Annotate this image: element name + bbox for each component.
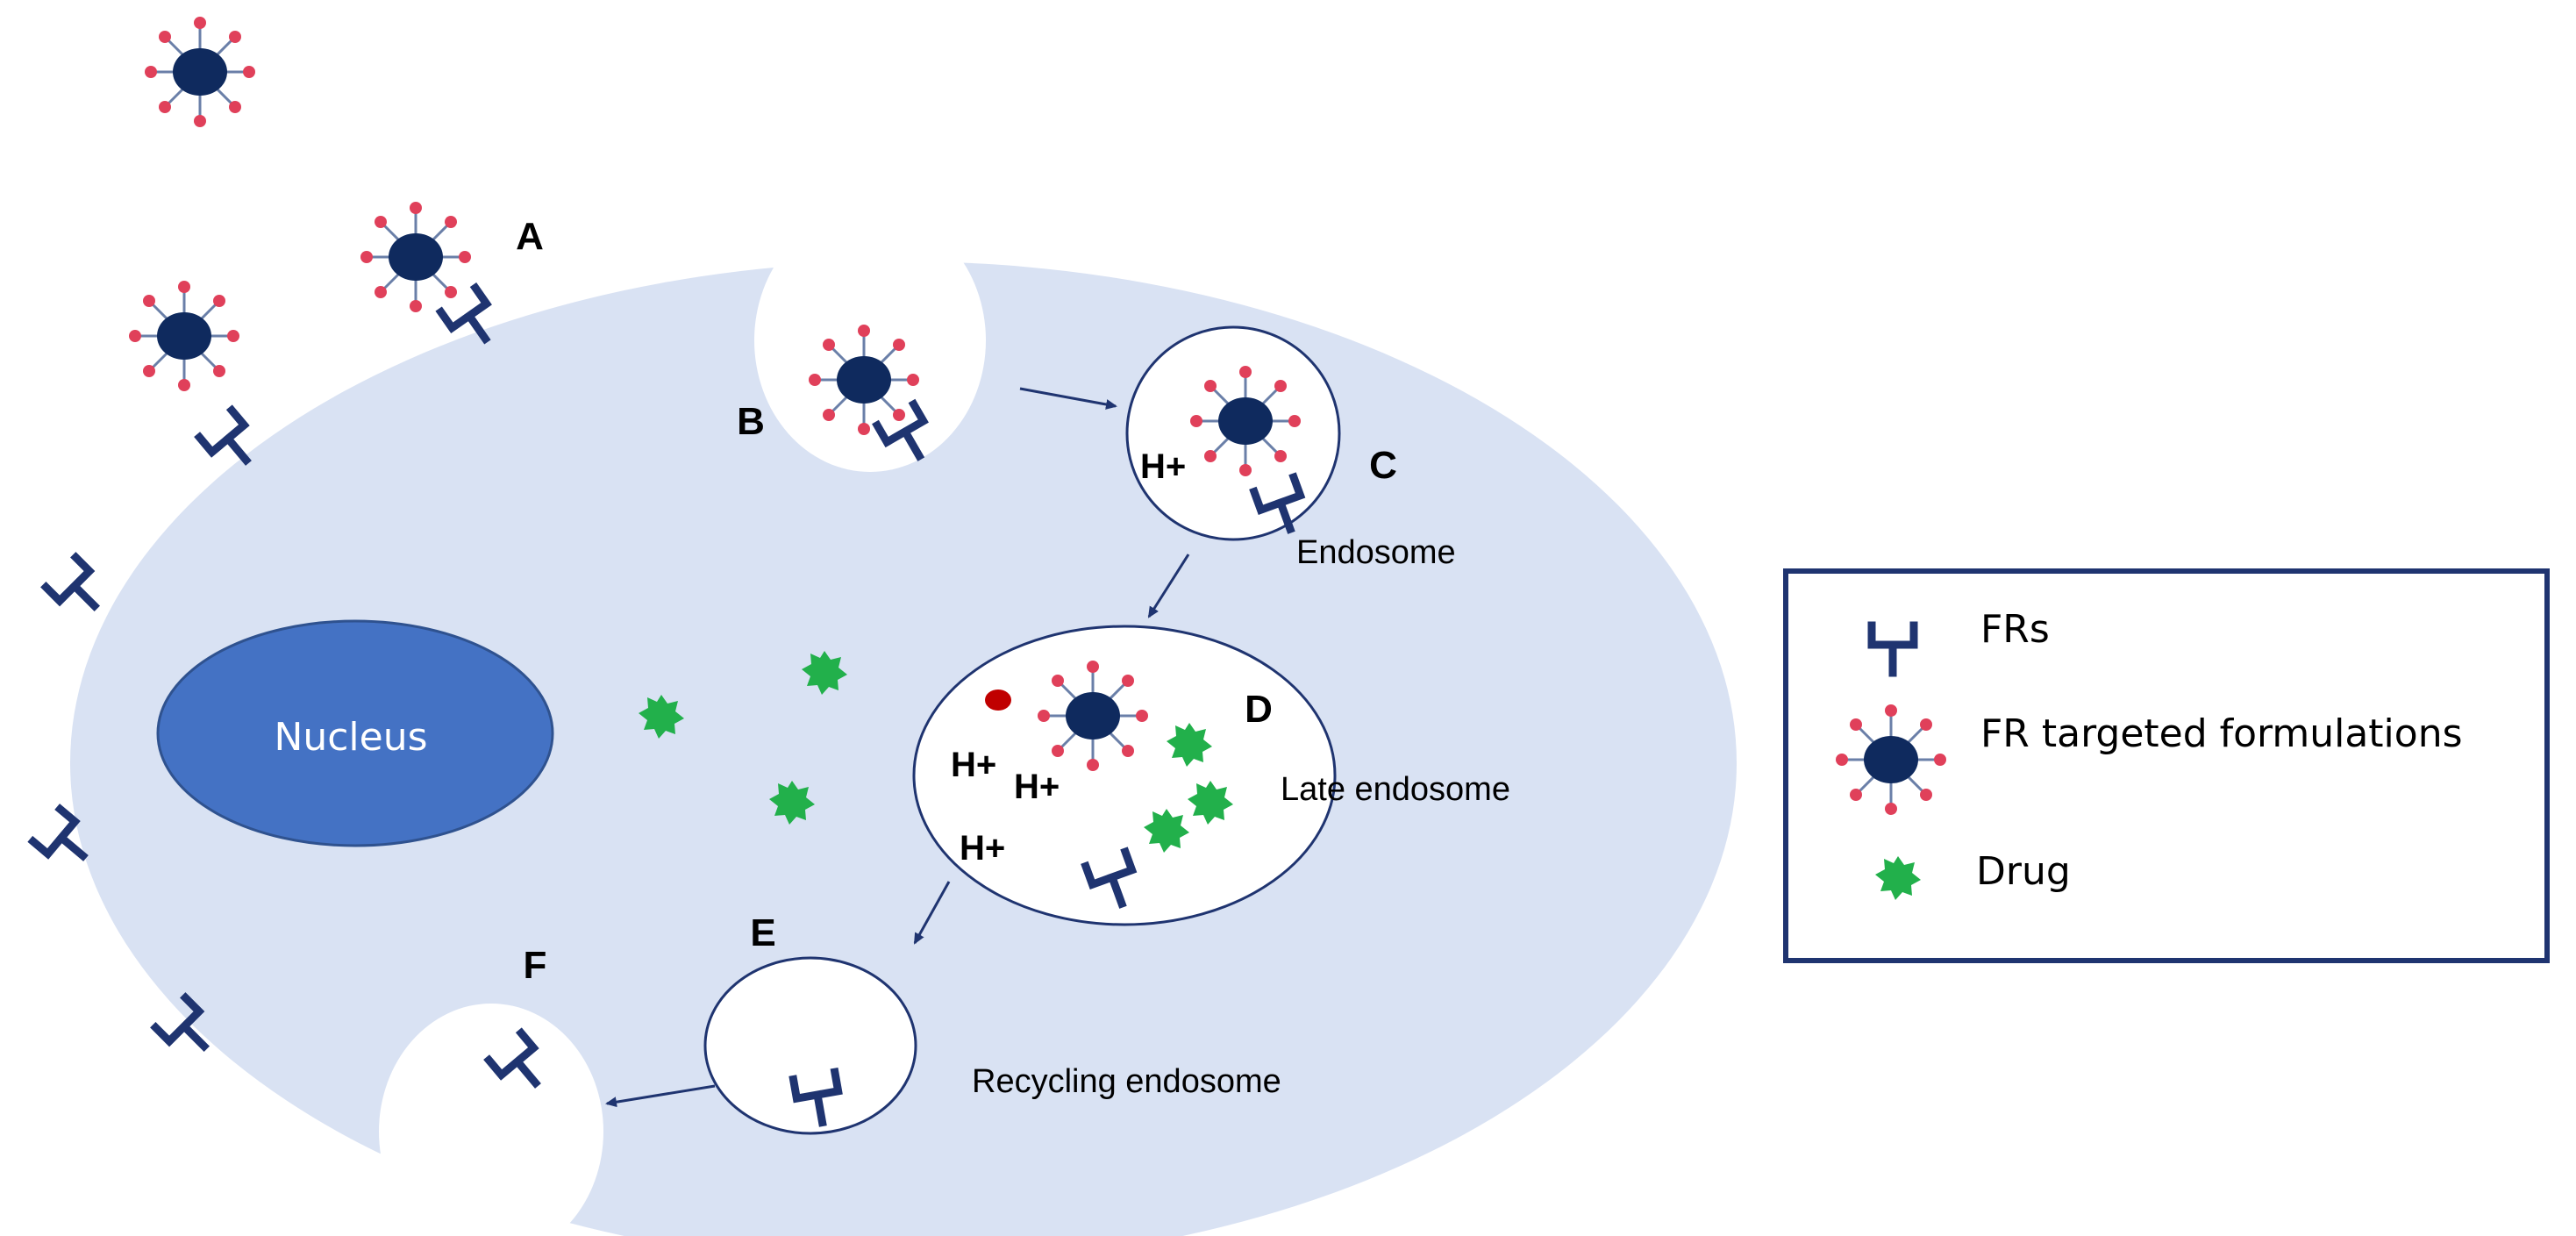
receptor-membrane-2	[46, 557, 109, 620]
nanoparticle-free-left	[127, 279, 241, 393]
recycling-endosome-vesicle	[703, 956, 917, 1135]
label-b: B	[737, 400, 765, 443]
red-dot	[985, 689, 1011, 711]
arrow-e-to-f	[605, 1084, 716, 1108]
nanoparticle-late-endosome-d	[1036, 659, 1150, 773]
recycling-endosome-label: Recycling endosome	[972, 1063, 1281, 1100]
nanoparticle-free-top	[143, 15, 257, 129]
nanoparticle-endosome-c	[1188, 364, 1302, 478]
legend-drug-label: Drug	[1976, 849, 2071, 894]
late-endosome-label: Late endosome	[1281, 771, 1510, 808]
proton-label-d2: H+	[1014, 768, 1060, 806]
nucleus: Nucleus	[156, 619, 554, 847]
proton-label-d1: H+	[951, 746, 996, 784]
arrow-b-to-c	[1019, 387, 1117, 410]
nanoparticle-binding-a	[359, 200, 473, 314]
late-endosome-vesicle	[912, 625, 1337, 926]
legend-formulation-label: FR targeted formulations	[1980, 711, 2463, 756]
legend-receptor-label: FRs	[1980, 607, 2050, 652]
legend: FRs FR targeted formulations Drug	[1783, 568, 2550, 963]
label-e: E	[750, 911, 775, 954]
label-c: C	[1369, 444, 1397, 487]
invagination-f	[379, 1004, 603, 1236]
proton-label-c: H+	[1140, 447, 1186, 486]
arrow-c-to-d	[1147, 554, 1190, 618]
invagination-b	[754, 209, 986, 472]
cell-membrane	[70, 261, 1737, 1236]
label-a: A	[516, 215, 544, 258]
nucleus-label: Nucleus	[274, 715, 427, 760]
label-d: D	[1245, 688, 1273, 731]
legend-formulation-icon	[1834, 703, 1948, 817]
nanoparticle-internalizing-b	[807, 323, 921, 437]
label-f: F	[524, 944, 547, 987]
arrow-d-to-e	[913, 881, 951, 945]
endosome-label: Endosome	[1296, 534, 1456, 571]
proton-label-d3: H+	[960, 829, 1005, 868]
